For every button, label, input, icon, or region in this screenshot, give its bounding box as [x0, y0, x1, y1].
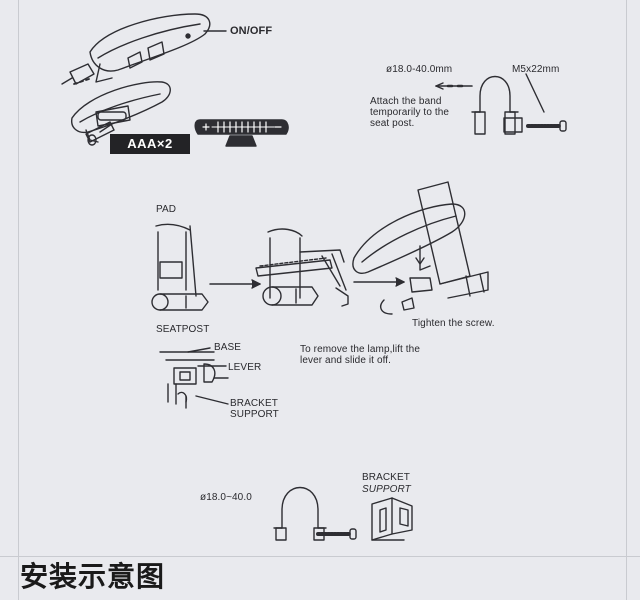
seatpost-label: SEATPOST — [156, 324, 210, 335]
band-diameter-label: ø18.0-40.0mm — [386, 64, 453, 75]
kit-diameter-label: ø18.0~40.0 — [200, 492, 252, 503]
kit-bracket-illustration — [371, 497, 413, 541]
base-leader-line — [187, 347, 211, 353]
battery-badge: AAA×2 — [110, 134, 190, 154]
base-label: BASE — [214, 342, 242, 353]
band-fit-illustration — [255, 228, 349, 307]
lamp-open-illustration — [71, 81, 171, 146]
lamp-mounted-illustration — [352, 181, 489, 315]
attach-band-instruction: Attach the band temporarily to the seat … — [370, 96, 450, 129]
kit-support-label: SUPPORT — [362, 484, 411, 495]
remove-lamp-instruction: To remove the lamp,lift the lever and sl… — [300, 344, 420, 366]
screw-m5-illustration — [503, 73, 567, 133]
lever-label: LEVER — [228, 362, 262, 373]
band-clamp-illustration — [435, 75, 519, 135]
lamp-top-illustration — [61, 13, 211, 85]
kit-bracket-label: BRACKET — [362, 472, 410, 483]
frame-line-bottom — [0, 556, 640, 557]
tighten-screw-label: Tighten the screw. — [412, 318, 495, 329]
page-title: 安装示意图 — [20, 560, 166, 593]
arrow-dots-icon — [73, 78, 90, 85]
pad-label: PAD — [156, 204, 177, 215]
frame-line-left — [18, 0, 19, 600]
tail-light-lens-illustration — [194, 119, 289, 147]
screw-size-label: M5x22mm — [512, 64, 560, 75]
parts-detail-illustration — [159, 351, 229, 409]
frame-line-right — [626, 0, 627, 600]
on-off-label: ON/OFF — [230, 25, 273, 37]
kit-band-illustration — [273, 486, 357, 541]
bracket-support-label: BRACKET SUPPORT — [230, 398, 279, 420]
pad-seatpost-illustration — [151, 223, 209, 311]
